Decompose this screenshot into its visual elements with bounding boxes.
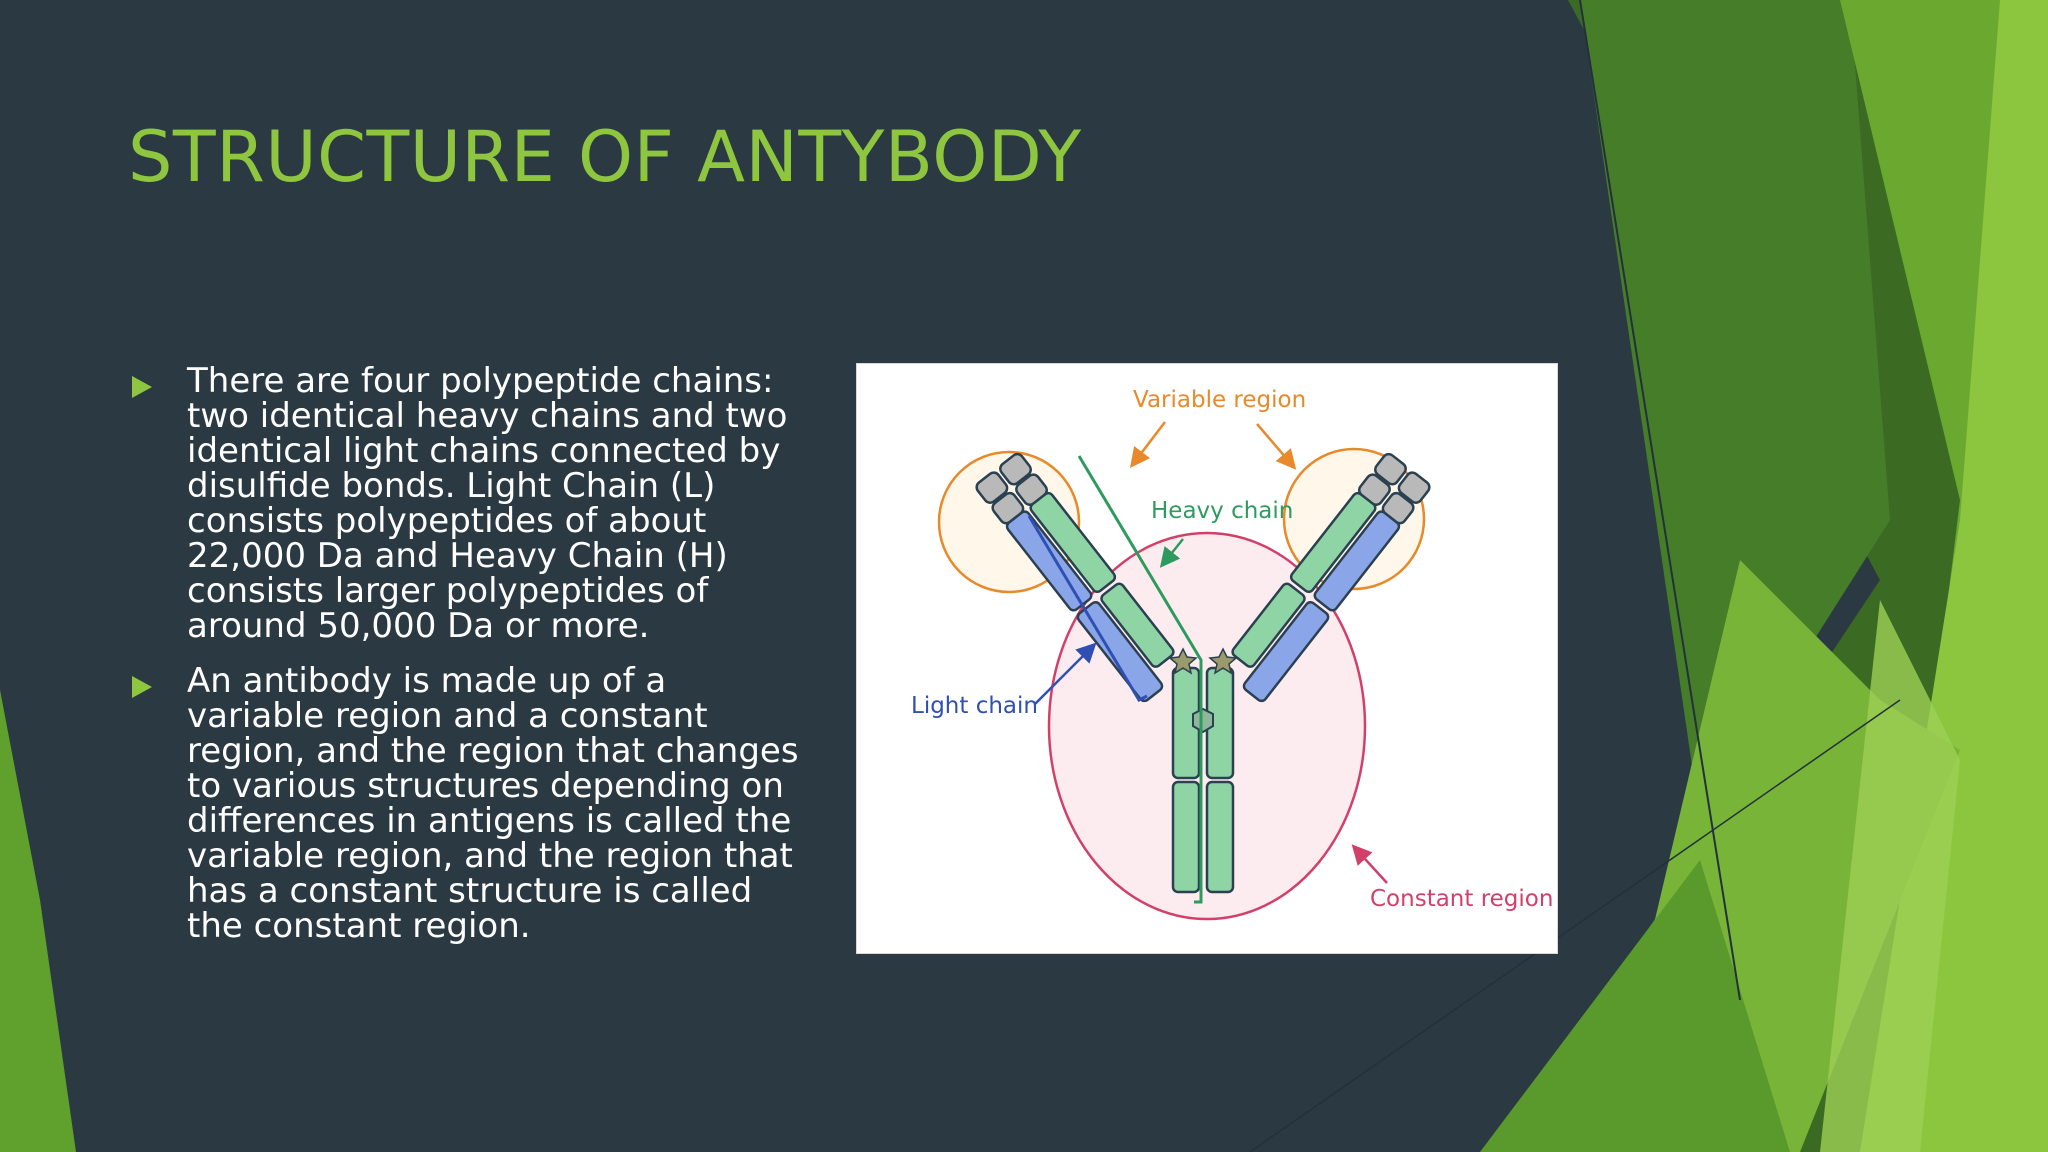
bullet-item: There are four polypeptide chains: two i… (132, 364, 812, 644)
deco-shape-mid-1 (1580, 0, 1890, 820)
bullet-item: An antibody is made up of a variable reg… (132, 664, 812, 944)
bullet-list: There are four polypeptide chains: two i… (132, 364, 812, 964)
disulfide-bond-mark (1208, 647, 1238, 675)
deco-shape-bottom (1480, 860, 1790, 1152)
bullet-text: There are four polypeptide chains: two i… (187, 361, 788, 646)
light-chain-bracket (1027, 515, 1148, 702)
right-arm (1231, 452, 1431, 703)
antibody-diagram-svg: Variable region Heavy chain Light chain … (911, 387, 1553, 921)
heavy-chain-stem (1171, 666, 1235, 894)
deco-shape-left (0, 690, 76, 1152)
deco-thin-line (1579, 0, 1741, 1001)
heavy-chain-arrow (1159, 538, 1184, 568)
deco-shape-bright (1820, 600, 1960, 1152)
light-chain-arrow (1034, 642, 1097, 705)
constant-region-arrow (1351, 844, 1388, 884)
variable-region-arrow-left (1129, 421, 1166, 468)
slide-title: STRUCTURE OF ANTYBODY (128, 116, 1082, 198)
heavy-chain-bracket (1077, 455, 1203, 904)
heavy-chain-label: Heavy chain (1151, 498, 1293, 524)
deco-thin-line-2 (1249, 699, 1901, 1152)
variable-region-label: Variable region (1133, 387, 1306, 413)
triangle-bullet-icon (132, 376, 152, 398)
disulfide-bond-mark (1168, 647, 1198, 675)
variable-region-arrow-right (1256, 423, 1297, 470)
triangle-bullet-icon (132, 676, 152, 698)
light-chain-label: Light chain (911, 693, 1038, 719)
bullet-text: An antibody is made up of a variable reg… (187, 661, 799, 946)
antibody-diagram: Variable region Heavy chain Light chain … (856, 363, 1558, 954)
constant-region-label: Constant region (1370, 886, 1553, 912)
